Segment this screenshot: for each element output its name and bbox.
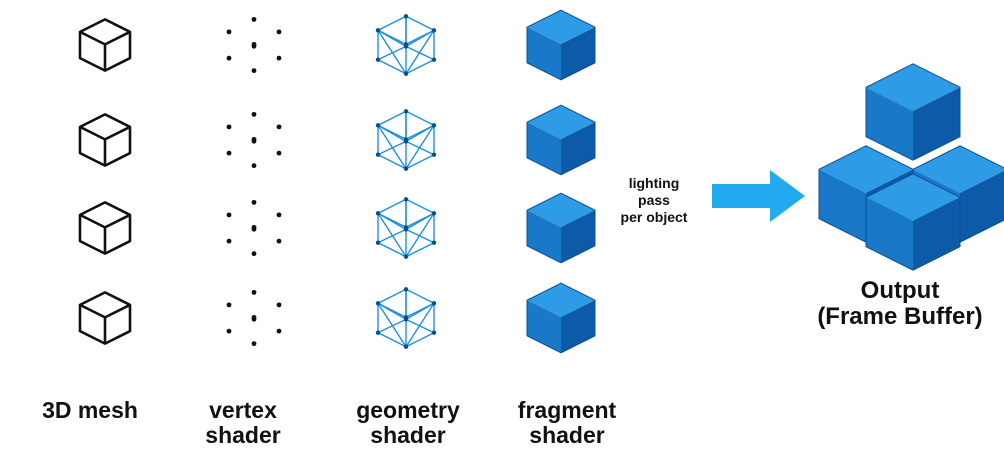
stage-label-mesh: 3D mesh — [42, 397, 138, 423]
vertex-points-icon — [226, 199, 282, 257]
arrow-right-icon — [712, 170, 805, 222]
wireframe-cube-icon — [375, 197, 437, 259]
cube-outline-icon — [78, 18, 132, 72]
shaded-cube-icon — [526, 192, 596, 264]
shaded-cube-icon — [526, 282, 596, 354]
wireframe-cube-icon — [375, 287, 437, 349]
stage-label-vertex: vertex shader — [205, 397, 281, 448]
vertex-points-icon — [226, 111, 282, 169]
wireframe-cube-icon — [375, 109, 437, 171]
output-label: Output (Frame Buffer) — [817, 277, 983, 330]
shaded-cube-icon — [526, 104, 596, 176]
cube-outline-icon — [78, 201, 132, 255]
stage-label-geometry: geometry shader — [356, 397, 460, 448]
cube-stack-icon — [818, 63, 1004, 271]
vertex-points-icon — [226, 289, 282, 347]
cube-outline-icon — [78, 113, 132, 167]
wireframe-cube-icon — [375, 14, 437, 76]
vertex-points-icon — [226, 16, 282, 74]
stage-label-fragment: fragment shader — [517, 397, 617, 448]
lighting-pass-label: lighting pass per object — [620, 175, 688, 225]
shaded-cube-icon — [526, 9, 596, 81]
cube-outline-icon — [78, 291, 132, 345]
